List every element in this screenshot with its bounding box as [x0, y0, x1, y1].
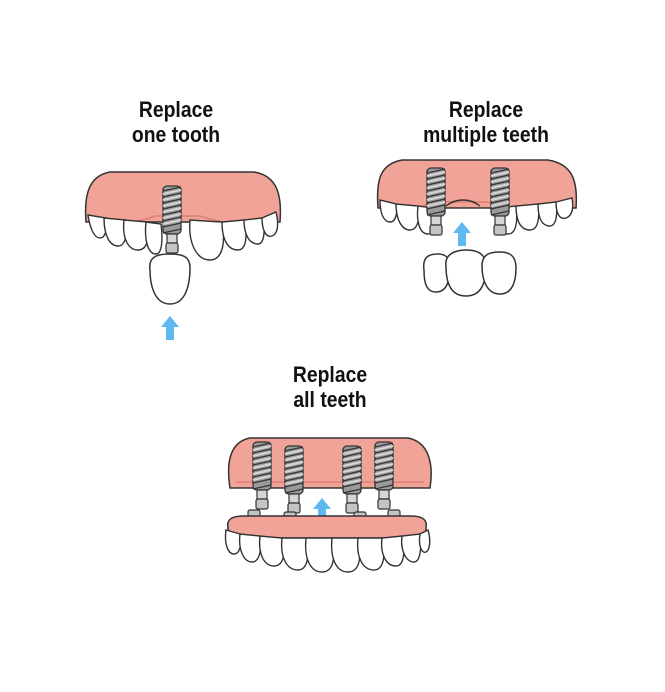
implant-screw-icon	[284, 445, 304, 514]
bridge-crowns	[422, 249, 517, 297]
title-line2: one tooth	[131, 122, 221, 147]
title-line1: Replace	[448, 97, 524, 122]
single-tooth-arch	[84, 171, 282, 340]
crown-single	[149, 253, 191, 305]
panel-title-all: Replace all teeth	[260, 362, 401, 412]
gum-upper	[376, 159, 578, 209]
arrow-up-icon	[161, 316, 179, 340]
implant-screw-icon	[374, 441, 394, 510]
implant-screw-icon	[342, 445, 362, 514]
gum-upper	[84, 171, 282, 223]
panel-title-single: Replace one tooth	[106, 97, 247, 147]
gum-lower	[226, 515, 428, 539]
arrow-up-icon	[453, 222, 471, 246]
implant-screw-icon	[162, 185, 182, 254]
implant-screw-icon	[252, 441, 272, 510]
title-line2: all teeth	[293, 387, 367, 412]
panel-title-multiple: Replace multiple teeth	[398, 97, 574, 147]
title-line2: multiple teeth	[423, 122, 549, 147]
full-arch	[224, 437, 432, 573]
title-line1: Replace	[292, 362, 368, 387]
multiple-teeth-arch	[376, 159, 578, 297]
title-line1: Replace	[138, 97, 214, 122]
lower-teeth	[224, 529, 431, 573]
